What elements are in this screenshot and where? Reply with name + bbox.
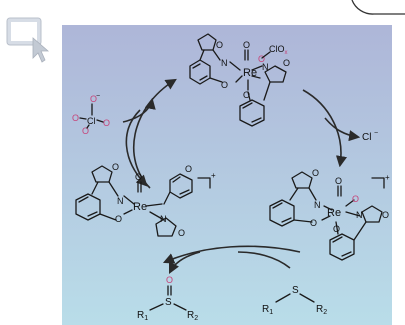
atom-s: S: [292, 285, 299, 296]
aromatic-bonds-2: [242, 102, 262, 123]
oxazoline-ring-right: [291, 171, 313, 189]
diagram-panel: [62, 25, 392, 325]
atom-n: N: [262, 62, 269, 72]
atom-re: Re: [243, 67, 257, 79]
arrow-sulfide-in: [237, 251, 291, 269]
oxazoline-ring-left-bottom: [155, 217, 177, 237]
aromatic-bonds: [192, 63, 208, 81]
atom-re: Re: [327, 207, 341, 219]
atom-o: O: [115, 214, 122, 224]
sulfide-r1: R1: [262, 304, 273, 316]
atom-o-sulfoxide: O: [166, 275, 173, 285]
atom-cl: Cl: [87, 116, 96, 126]
arrow-left-down: [125, 109, 148, 187]
atom-o: O: [310, 218, 317, 228]
atom-o: O: [112, 162, 119, 172]
bond-o-cl: [261, 51, 271, 59]
arrow-bottom: [162, 245, 301, 264]
arrow-chloride-out: [324, 117, 361, 142]
sulfide-r2: R2: [316, 304, 327, 316]
right-complex: O N O Re O O N O O +: [269, 168, 390, 261]
atom-o: O: [283, 58, 290, 68]
s-o-double-bond: [167, 285, 172, 296]
sulfoxide-r2: R2: [187, 310, 198, 322]
atom-n: N: [221, 58, 228, 68]
cation-charge: +: [385, 173, 390, 182]
atom-o: O: [382, 210, 389, 220]
bond-to-o-left: [209, 77, 223, 83]
oxazoline-ring-top-right: [264, 65, 287, 83]
sulfoxide-r1: R1: [137, 310, 148, 322]
bond-ring-to-benzene: [199, 49, 205, 61]
atom-o: O: [243, 40, 250, 50]
atom-o: O: [103, 118, 110, 128]
charge-label: −: [374, 130, 378, 137]
aromatic-bonds-right: [272, 202, 292, 223]
bonds-right: [289, 187, 317, 223]
cation-bracket: [197, 177, 211, 189]
aromatic-bonds-right-2: [332, 236, 352, 257]
atom-s: S: [165, 297, 172, 308]
atom-o: O: [243, 90, 250, 100]
benzene-ring-top-bottom: [239, 99, 265, 127]
cation-charge: +: [211, 171, 216, 180]
corner-badge-icon: [351, 0, 405, 15]
benzene-ring-right-bottom: [329, 233, 355, 261]
atom-o: O: [216, 40, 223, 50]
atom-o: O: [72, 113, 79, 123]
aromatic-bonds-left: [78, 196, 98, 217]
sulfoxide: O S R1 R2: [137, 275, 198, 322]
atom-o: O: [185, 164, 192, 174]
atom-n: N: [160, 214, 167, 224]
atom-o: O: [312, 168, 319, 178]
atom-n: N: [117, 196, 124, 206]
oxazoline-ring-right-2: [361, 205, 383, 223]
atom-o: O: [90, 94, 97, 104]
oxazoline-ring-top-left: [197, 33, 217, 51]
atom-n: N: [314, 200, 321, 210]
perchlorate-bonds: [79, 103, 104, 129]
atom-o: O: [335, 176, 342, 186]
atom-o-ligand: O: [258, 54, 265, 64]
atom-o-oxo: O: [352, 194, 359, 204]
atom-cl: Cl: [362, 132, 371, 143]
bonds-right-lower: [335, 221, 367, 241]
charge-label: −: [96, 93, 100, 100]
left-complex: O N O Re O O N O +: [75, 162, 216, 238]
arrow-right-down: [302, 89, 347, 168]
perchlorate-anion: Cl O − O O O: [72, 93, 110, 136]
bonds-lower: [247, 81, 271, 101]
aromatic-bonds-left-2: [172, 176, 190, 195]
re-bonds: [229, 49, 263, 91]
bonds-left: [91, 181, 119, 221]
atom-re: Re: [133, 201, 147, 213]
perchlorate-ligand-label: ClOx: [269, 44, 288, 56]
re-bonds-left: [123, 181, 165, 221]
atom-o: O: [333, 224, 340, 234]
window-thumbnail-icon[interactable]: [6, 17, 50, 63]
atom-o: O: [221, 80, 228, 90]
oxazoline-ring-left: [91, 165, 113, 183]
atom-o: O: [135, 172, 142, 182]
s-r-bonds: [275, 293, 315, 303]
re-bonds-right: [321, 185, 361, 221]
arrow-sulfoxide-out: [168, 251, 201, 275]
sulfide: S R1 R2: [262, 285, 327, 316]
bond-aryl: [163, 191, 171, 205]
s-r-bonds: [149, 303, 187, 311]
cycle-arrows: [122, 78, 361, 275]
bond-to-n: [212, 49, 221, 61]
cation-bracket: [371, 177, 385, 189]
top-complex: O N O Re O N O O O ClOx: [189, 33, 290, 127]
atom-o: O: [178, 228, 185, 238]
atom-o: O: [82, 126, 89, 136]
atom-n: N: [356, 210, 363, 220]
chloride-ion: Cl −: [362, 130, 378, 143]
